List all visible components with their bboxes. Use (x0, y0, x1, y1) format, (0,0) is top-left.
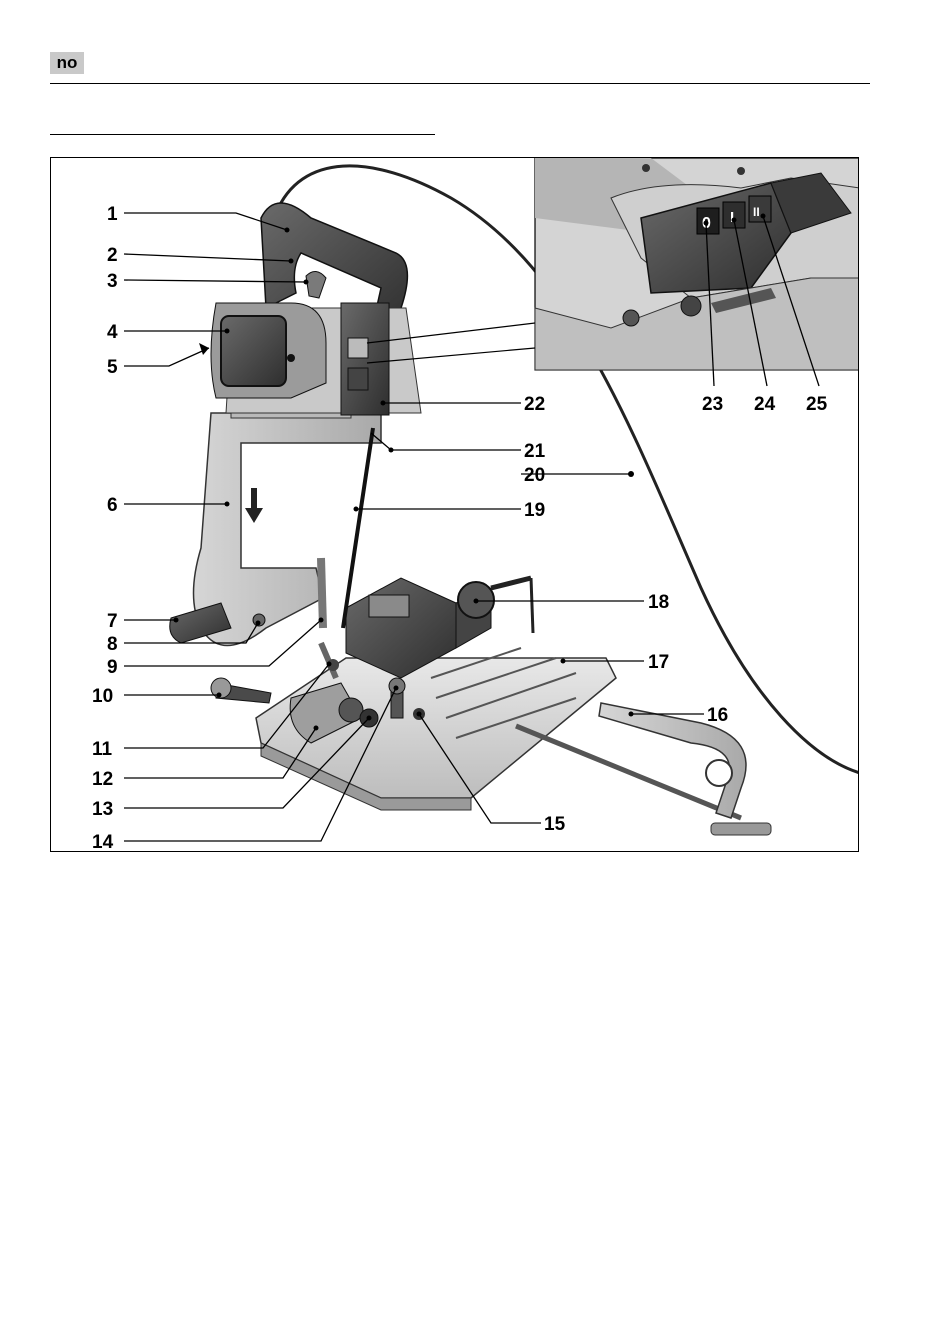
leader-5-arrow (199, 343, 209, 355)
switch-detail-inset: 0 I II (535, 158, 859, 370)
direction-arrow (245, 488, 263, 523)
callout-10: 10 (92, 686, 113, 707)
callout-4: 4 (107, 322, 118, 343)
callout-3: 3 (107, 271, 118, 292)
callout-21: 21 (524, 441, 546, 462)
callout-2: 2 (107, 245, 118, 266)
callout-11: 11 (92, 739, 113, 760)
switch-symbol-speed1: I (730, 209, 734, 226)
band-saw-illustration: 0 I II (51, 158, 859, 852)
callout-8: 8 (107, 634, 118, 655)
callout-20: 20 (524, 465, 545, 486)
callout-24: 24 (754, 394, 776, 415)
trigger (306, 271, 326, 298)
callout-5: 5 (107, 357, 118, 378)
cover-plate (221, 316, 286, 386)
leader-21 (371, 433, 521, 450)
callout-6: 6 (107, 495, 118, 516)
header-rule (50, 83, 870, 84)
callout-9: 9 (107, 657, 118, 678)
switch-symbol-speed2: II (753, 205, 760, 219)
section-title-rule (50, 134, 435, 135)
leader-5 (124, 348, 209, 366)
callout-25: 25 (806, 394, 828, 415)
callout-19: 19 (524, 500, 545, 521)
callout-17: 17 (648, 652, 669, 673)
callout-7: 7 (107, 611, 118, 632)
figure-frame: 0 I II (50, 157, 859, 852)
callout-13: 13 (92, 799, 113, 820)
callout-12: 12 (92, 769, 113, 790)
language-badge: no (50, 52, 84, 74)
switch-housing (341, 303, 389, 415)
callout-18: 18 (648, 592, 669, 613)
callout-14: 14 (92, 832, 114, 852)
callout-16: 16 (707, 705, 728, 726)
callout-1: 1 (107, 204, 118, 225)
callout-23: 23 (702, 394, 723, 415)
callout-22: 22 (524, 394, 545, 415)
blade-guide (321, 558, 323, 628)
callout-15: 15 (544, 814, 566, 835)
